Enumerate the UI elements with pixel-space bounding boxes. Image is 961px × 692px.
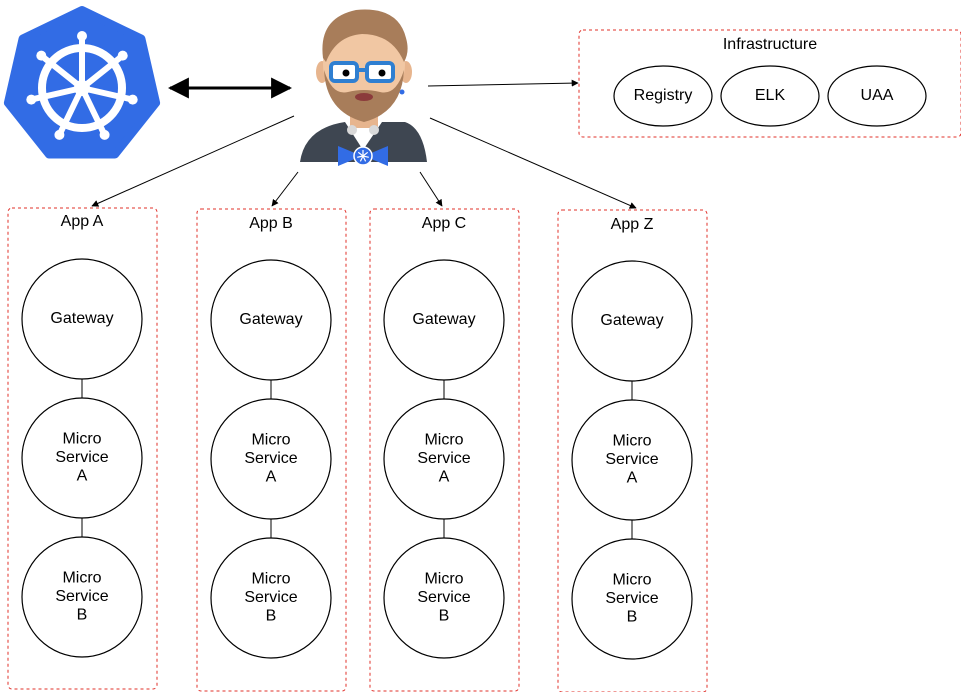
mascot-app-b-arrow xyxy=(271,171,299,207)
mascot-infrastructure-arrow xyxy=(427,79,579,87)
node-label-line: A xyxy=(439,469,450,486)
node-label-line: Micro xyxy=(62,570,101,587)
node-label-line: B xyxy=(627,609,638,626)
app-z-gateway-node: Gateway xyxy=(571,260,693,382)
node-label-line: Micro xyxy=(251,571,290,588)
mascot-app-a-arrow xyxy=(91,115,295,207)
node-label-line: Micro xyxy=(424,432,463,449)
node-label-line: Gateway xyxy=(412,311,475,328)
node-label-line: B xyxy=(77,607,88,624)
node-label-line: Service xyxy=(605,451,658,468)
node-label-line: Gateway xyxy=(239,311,302,328)
node-label-line: Service xyxy=(417,450,470,467)
app-boxes: App AGatewayMicroServiceAMicroServiceBAp… xyxy=(7,207,708,692)
node-label-line: Service xyxy=(417,589,470,606)
app-c-title: App C xyxy=(422,215,466,232)
infrastructure-title: Infrastructure xyxy=(723,36,817,53)
node-label-line: Service xyxy=(244,589,297,606)
node-label-line: A xyxy=(266,469,277,486)
node-label-line: Service xyxy=(55,449,108,466)
infrastructure-border xyxy=(578,29,961,138)
node-label-line: Service xyxy=(55,588,108,605)
node-label-line: B xyxy=(439,608,450,625)
node-label-line: B xyxy=(266,608,277,625)
jhipster-mascot-icon xyxy=(300,9,427,166)
node-label-line: Micro xyxy=(62,431,101,448)
node-label-line: Gateway xyxy=(50,310,113,327)
app-a-title: App A xyxy=(61,213,104,230)
kubernetes-logo-icon xyxy=(3,6,161,159)
infrastructure-node-registry: Registry xyxy=(613,65,713,127)
infrastructure-node-label: UAA xyxy=(861,87,894,104)
infrastructure-node-uaa: UAA xyxy=(827,65,927,127)
app-b-title: App B xyxy=(249,215,293,232)
node-label-line: Micro xyxy=(251,432,290,449)
infrastructure-node-elk: ELK xyxy=(720,65,820,127)
node-label-line: A xyxy=(77,468,88,485)
mascot-app-z-arrow xyxy=(429,117,637,209)
infrastructure-node-label: Registry xyxy=(634,87,693,104)
app-c-gateway-node: Gateway xyxy=(383,259,505,381)
infrastructure-node-label: ELK xyxy=(755,87,786,104)
app-arrows xyxy=(91,115,637,209)
node-label-line: A xyxy=(627,470,638,487)
node-label-line: Micro xyxy=(612,433,651,450)
node-label-line: Service xyxy=(605,590,658,607)
mascot-app-c-arrow xyxy=(419,171,443,207)
node-label-line: Gateway xyxy=(600,312,663,329)
node-label-line: Micro xyxy=(612,572,651,589)
node-label-line: Service xyxy=(244,450,297,467)
app-a-gateway-node: Gateway xyxy=(21,258,143,380)
node-label-line: Micro xyxy=(424,571,463,588)
app-b-gateway-node: Gateway xyxy=(210,259,332,381)
app-z-title: App Z xyxy=(611,216,654,233)
